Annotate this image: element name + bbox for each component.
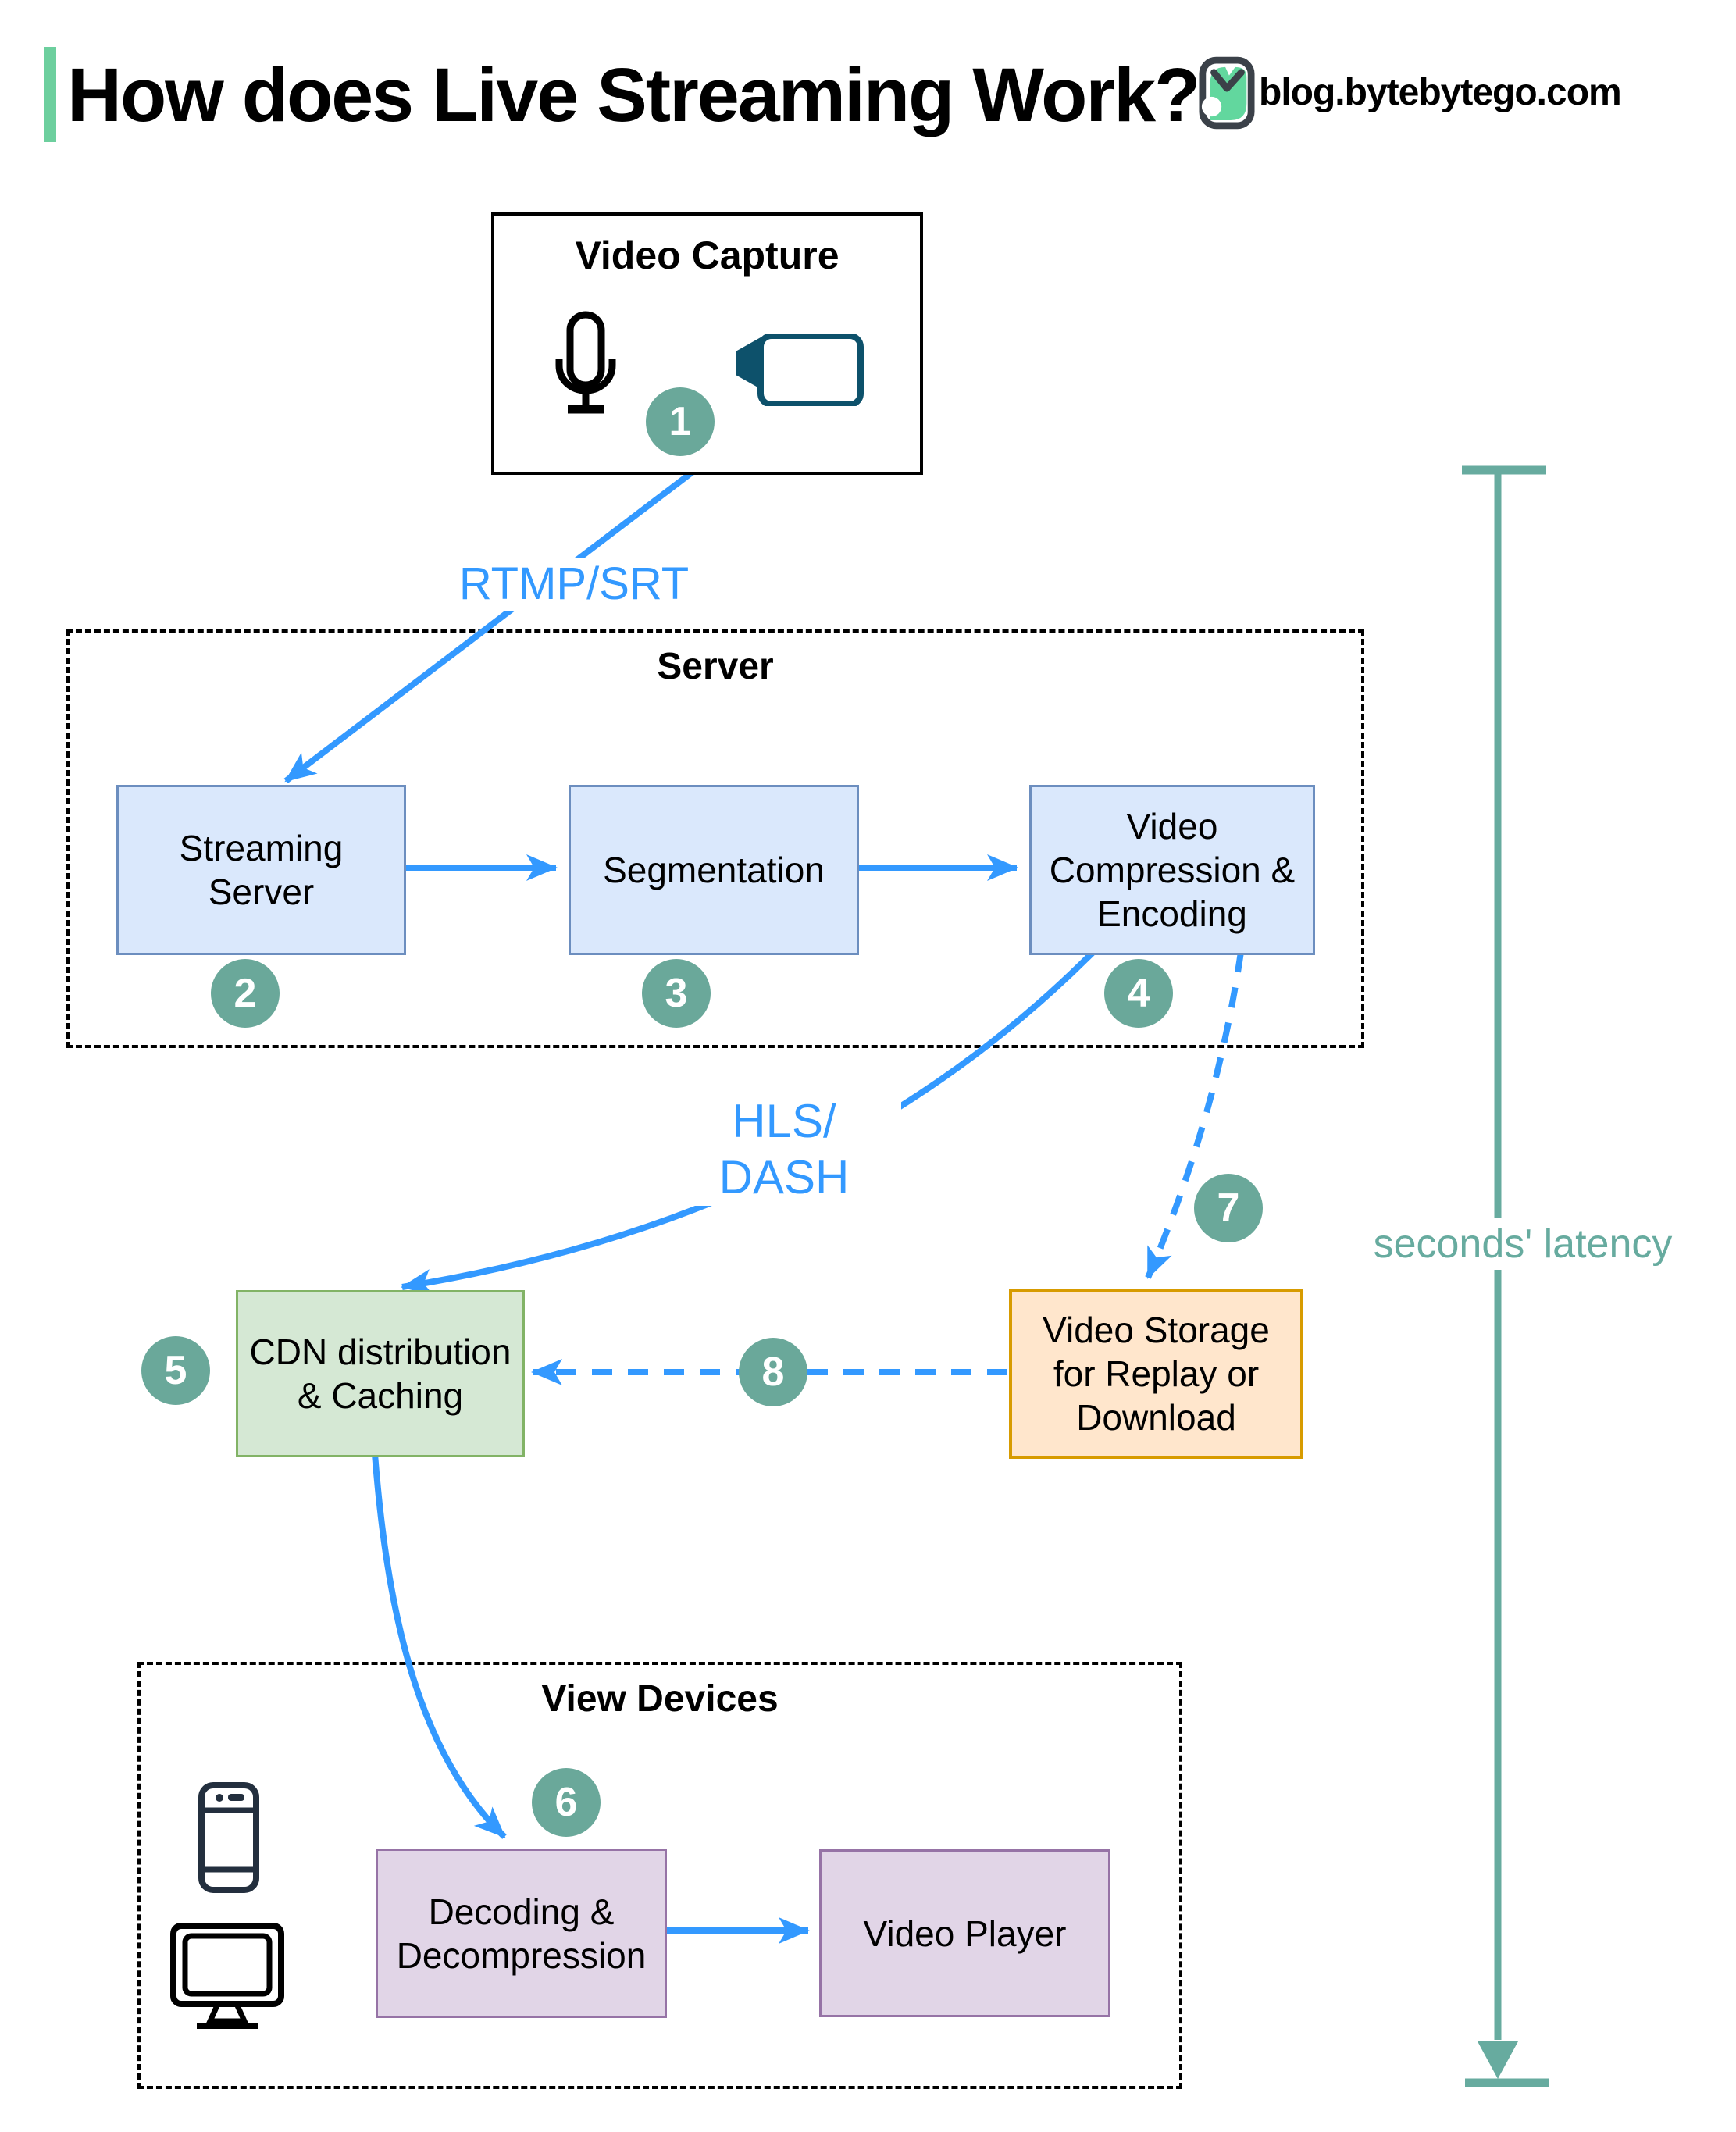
node-video-player: Video Player xyxy=(819,1849,1110,2017)
smartphone-icon xyxy=(198,1782,259,1893)
step-badge-4: 4 xyxy=(1104,959,1173,1028)
compression-label: Video Compression & Encoding xyxy=(1049,806,1296,934)
edge-label-hls-dash: HLS/ DASH xyxy=(667,1093,901,1206)
step-badge-7: 7 xyxy=(1194,1174,1263,1242)
video-camera-icon xyxy=(736,334,864,406)
step-badge-1: 1 xyxy=(646,387,715,456)
site-url: blog.bytebytego.com xyxy=(1259,72,1622,113)
step-badge-3: 3 xyxy=(642,959,711,1028)
server-group-label: Server xyxy=(657,646,774,687)
node-decoding-decompression: Decoding & Decompression xyxy=(376,1849,667,2018)
video-capture-label: Video Capture xyxy=(575,234,839,277)
step-badge-2: 2 xyxy=(211,959,280,1028)
latency-span-line xyxy=(1462,465,1549,2087)
edge-label-rtmp-srt: RTMP/SRT xyxy=(437,558,711,611)
decoding-label: Decoding & Decompression xyxy=(396,1891,647,1976)
node-segmentation: Segmentation xyxy=(569,785,859,955)
view-devices-group-frame: View Devices xyxy=(137,1662,1182,2089)
cdn-label: CDN distribution & Caching xyxy=(249,1332,512,1416)
player-label: Video Player xyxy=(863,1913,1067,1954)
streaming-server-label: Streaming Server xyxy=(179,828,344,912)
desktop-monitor-icon xyxy=(170,1923,284,2029)
segmentation-label: Segmentation xyxy=(603,850,825,890)
title-accent-bar xyxy=(44,47,56,142)
node-streaming-server: Streaming Server xyxy=(116,785,406,955)
step-badge-5: 5 xyxy=(141,1336,210,1405)
latency-label: seconds' latency xyxy=(1359,1218,1687,1270)
microphone-icon xyxy=(555,311,616,414)
step-badge-8: 8 xyxy=(739,1338,807,1406)
page-title: How does Live Streaming Work? xyxy=(67,52,1200,137)
node-video-compression-encoding: Video Compression & Encoding xyxy=(1029,785,1315,955)
storage-label: Video Storage for Replay or Download xyxy=(1043,1310,1270,1438)
node-video-storage: Video Storage for Replay or Download xyxy=(1009,1289,1303,1459)
step-badge-6: 6 xyxy=(532,1768,601,1837)
view-devices-group-label: View Devices xyxy=(541,1678,779,1720)
node-cdn-distribution-caching: CDN distribution & Caching xyxy=(236,1290,525,1457)
bytebytego-logo-icon xyxy=(1199,56,1255,130)
